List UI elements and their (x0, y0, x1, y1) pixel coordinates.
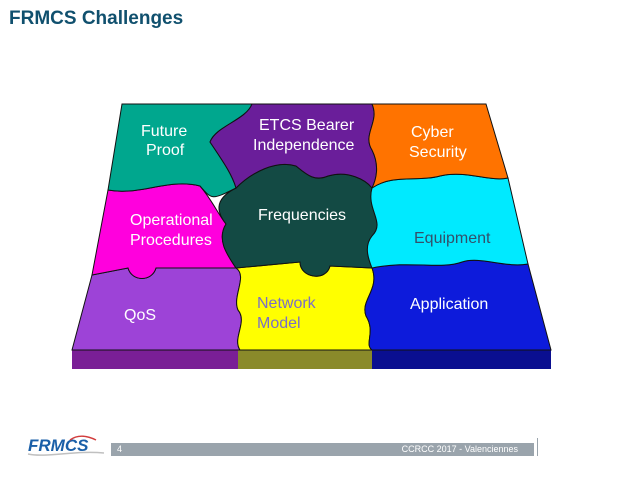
footer-bar (111, 443, 534, 456)
logo-arc (69, 435, 97, 441)
slide-title: FRMCS Challenges (9, 8, 184, 29)
logo-swoosh (27, 451, 105, 456)
base-edge-left (72, 350, 238, 369)
base-edge-center (238, 350, 372, 369)
footer-divider (537, 438, 538, 456)
frmcs-logo: FRMCS (27, 435, 105, 456)
footer-event: CCRCC 2017 - Valenciennes (401, 444, 518, 454)
label-future-proof-line1: Future (141, 123, 187, 140)
label-cyber-line1: Cyber (411, 124, 454, 141)
base-edge-right (372, 350, 551, 369)
label-etcs-line1: ETCS Bearer (259, 117, 355, 134)
label-future-proof-line2: Proof (146, 142, 185, 159)
piece-cyber-security (368, 103, 509, 189)
label-application: Application (410, 296, 488, 313)
piece-equipment (366, 173, 529, 269)
label-operational-line2: Procedures (130, 232, 212, 249)
logo-text: FRMCS (28, 436, 89, 455)
label-operational-line1: Operational (130, 212, 213, 229)
page-number: 4 (117, 444, 123, 454)
label-qos: QoS (124, 307, 156, 324)
label-network-line2: Model (257, 315, 301, 332)
label-network-line1: Network (257, 295, 317, 312)
piece-qos (71, 267, 242, 351)
label-cyber-line2: Security (409, 144, 467, 161)
label-etcs-line2: Independence (253, 137, 355, 154)
label-equipment: Equipment (414, 230, 491, 247)
label-frequencies: Frequencies (258, 207, 346, 224)
